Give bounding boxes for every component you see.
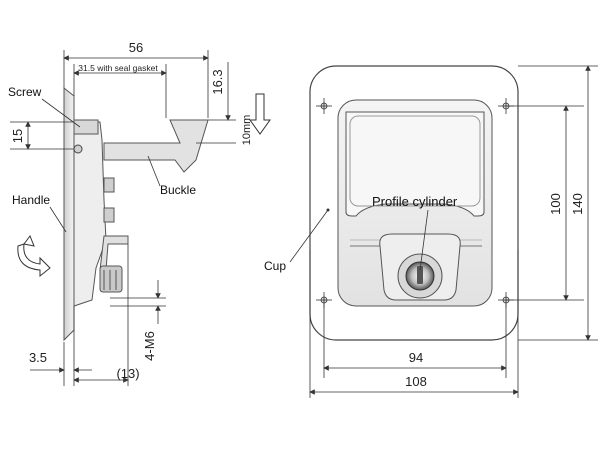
stud-middle <box>103 207 115 223</box>
rotation-arrow-icon <box>17 243 51 278</box>
bracket <box>99 235 129 271</box>
down-arrow-icon <box>249 93 271 135</box>
dim-inner-height: 100 <box>548 193 563 215</box>
dim-travel: 10mm <box>241 115 253 146</box>
handle-paddle <box>345 111 485 217</box>
rotation-arrow-tip <box>23 234 35 247</box>
dim-outer-height: 140 <box>570 193 585 215</box>
label-screw: Screw <box>8 85 42 99</box>
dim-overall-width: 56 <box>129 40 143 55</box>
front-view: Profile cylinder Cup 100 140 94 108 <box>264 65 598 398</box>
label-buckle: Buckle <box>160 183 196 197</box>
label-cup: Cup <box>264 259 286 273</box>
buckle-arm <box>103 119 209 173</box>
label-handle: Handle <box>12 193 50 207</box>
screw-head <box>73 144 83 154</box>
dim-height-16-3: 16.3 <box>210 69 225 94</box>
label-profile-cylinder: Profile cylinder <box>372 194 458 209</box>
dim-outer-width: 108 <box>405 374 427 389</box>
stud-top <box>103 177 115 193</box>
side-view: 56 31.5 with seal gasket 16.3 10mm 15 Sc… <box>8 40 271 386</box>
cylinder-side <box>99 265 123 293</box>
leader-screw <box>41 98 81 128</box>
dim-seal-gasket: 31.5 with seal gasket <box>78 63 158 73</box>
dim-thread: 4-M6 <box>142 331 157 361</box>
leader-handle <box>49 206 67 233</box>
leader-cup <box>289 209 329 263</box>
flange-plate <box>63 86 75 342</box>
key-slot <box>417 266 423 284</box>
handle-inner <box>349 115 481 207</box>
dim-screw-offset: 15 <box>10 129 25 143</box>
dim-inner-width: 94 <box>409 350 423 365</box>
dim-bracket-depth: (13) <box>116 366 139 381</box>
leader-profile-cylinder <box>419 209 429 271</box>
leader-buckle <box>147 155 161 187</box>
dim-thickness: 3.5 <box>29 350 47 365</box>
handle-top-block <box>73 119 99 135</box>
